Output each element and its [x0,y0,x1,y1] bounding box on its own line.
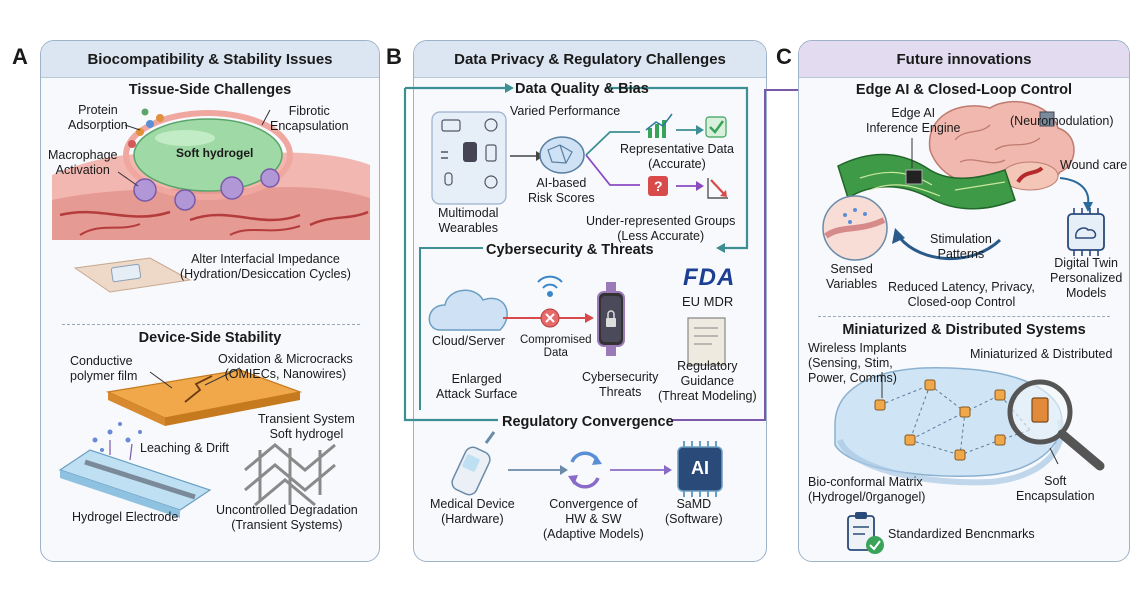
label-fibrotic-encapsulation: Fibrotic Encapsulation [270,104,349,133]
label-cloud-server: Cloud/Server [432,334,505,348]
sync-icon [568,451,602,489]
link-to-panel-c [672,89,800,421]
label-digital-twin: Digital Twin Personalized Models [1050,256,1123,300]
label-standardized-benchmarks: Standardized Bencnmarks [888,527,1035,541]
panel-letter-a: A [12,44,28,69]
section-divider-a [62,324,360,325]
wound-icon [1016,166,1044,184]
label-under-represented: Under-represented Groups (Less Accurate) [586,214,736,243]
wifi-icon [537,275,563,297]
panel-letter-c: C [776,44,792,69]
label-conductive-polymer: Conductive polymer film [70,354,138,383]
trend-down-icon [707,178,728,199]
label-stimulation-patterns: Stimulation Patterns [930,232,992,261]
label-multimodal-wearables: Multimodal Wearables [438,206,499,235]
macrophage-cell [260,168,280,188]
label-convergence-hwsw: Convergence of HW & SW (Adaptive Models) [543,497,644,541]
label-soft-encapsulation: Soft Encapsulation [1016,474,1095,503]
label-bio-conformal-matrix: Bio-conformal Matrix (Hydrogel/0rganogel… [808,475,926,504]
edge-ai-chip-icon [905,169,923,185]
closed-loop-arrow [898,237,1002,260]
cybersecurity-title: Cybersecurity & Threats [486,242,654,258]
label-miniaturized-distributed: Miniaturized & Distributed [970,347,1113,361]
label-wound-care: Wound care [1060,158,1128,172]
macrophage-cell [220,176,244,200]
label-samd: SaMD (Software) [665,497,723,526]
label-transient-system: Transient System Soft hydrogel [258,412,355,441]
data-quality-title: Data Quality & Bias [515,81,649,97]
label-interfacial-impedance: Alter Interfacial Impedance (Hydration/D… [180,252,351,281]
label-uncontrolled-degradation: Uncontrolled Degradation (Transient Syst… [216,503,358,532]
device-side-title: Device-Side Stability [138,330,282,346]
neuro-chip-icon [1039,111,1055,127]
edge-ai-title: Edge AI & Closed-Loop Control [855,82,1073,98]
label-regulatory-guidance: Regulatory Guidance (Threat Modeling) [658,359,757,404]
transient-mesh [244,443,336,507]
label-ai-risk-scores: AI-based Risk Scores [528,176,595,205]
ai-chip-icon [677,441,723,497]
panel-b-title: Data Privacy & Regulatory Challenges [414,41,766,78]
label-hydrogel-electrode: Hydrogel Electrode [72,510,179,524]
regulatory-convergence-title: Regulatory Convergence [502,414,674,430]
smartwatch-lock-icon [597,282,625,356]
section-divider-c [818,316,1110,317]
fibrotic-capsule [123,110,293,200]
label-reduced-latency: Reduced Latency, Privacy, Closed-oop Con… [888,280,1035,309]
clipboard-check-icon [847,512,884,554]
label-macrophage-activation: Macrophage Activation [48,148,118,177]
regulatory-guidance-text: Regulatory Guidance (Threat Modeling) [658,359,757,403]
label-leaching-drift: Leaching & Drift [140,441,229,455]
label-sensed-variables: Sensed Variables [826,262,878,291]
panel-c-title: Future innovations [799,41,1129,78]
label-attack-surface: Enlarged Attack Surface [436,372,518,401]
label-wireless-implants: Wireless Implants (Sensing, Stim, Power,… [808,341,907,385]
label-representative-data: Representative Data (Accurate) [620,142,734,171]
wireless-implant-nodes [874,379,1006,461]
panel-letter-b: B [386,44,402,69]
flow-loop-line [403,88,498,422]
macrophage-cell [133,178,157,202]
blood-vessels [59,210,369,227]
document-icon [687,317,726,366]
label-medical-device: Medical Device (Hardware) [430,497,515,526]
question-icon [648,176,668,196]
panel-a-title: Biocompatibility & Stability Issues [41,41,379,78]
label-protein-adsorption: Protein Adsorption [68,103,128,132]
glucose-meter-icon [451,431,496,496]
ai-brain-icon [539,136,585,174]
ai-chip-label: AI [691,458,709,478]
label-oxidation-microcracks: Oxidation & Microcracks (OMIECs, Nanowir… [218,352,353,381]
tissue-side-title: Tissue-Side Challenges [128,82,292,98]
macrophage-cell [174,189,196,211]
miniaturized-title: Miniaturized & Distributed Systems [842,322,1086,338]
label-neuromodulation: (Neuromodulation) [1010,114,1114,128]
label-compromised-data: Compromised Data [520,334,592,359]
label-edge-ai-engine: Edge AI Inference Engine [866,106,961,135]
chart-up-icon [645,113,673,138]
microcrack [184,375,213,403]
digital-twin-chip-icon [1067,208,1105,256]
cloud-icon [428,289,508,331]
svg-text:?: ? [654,178,663,194]
label-eu-mdr: EU MDR [682,294,734,309]
fda-logo: FDA [683,264,736,291]
label-cybersecurity-threats: Cybersecurity Threats [582,370,659,399]
label-soft-hydrogel: Soft hydrogel [176,146,254,160]
label-varied-performance: Varied Performance [510,104,621,118]
